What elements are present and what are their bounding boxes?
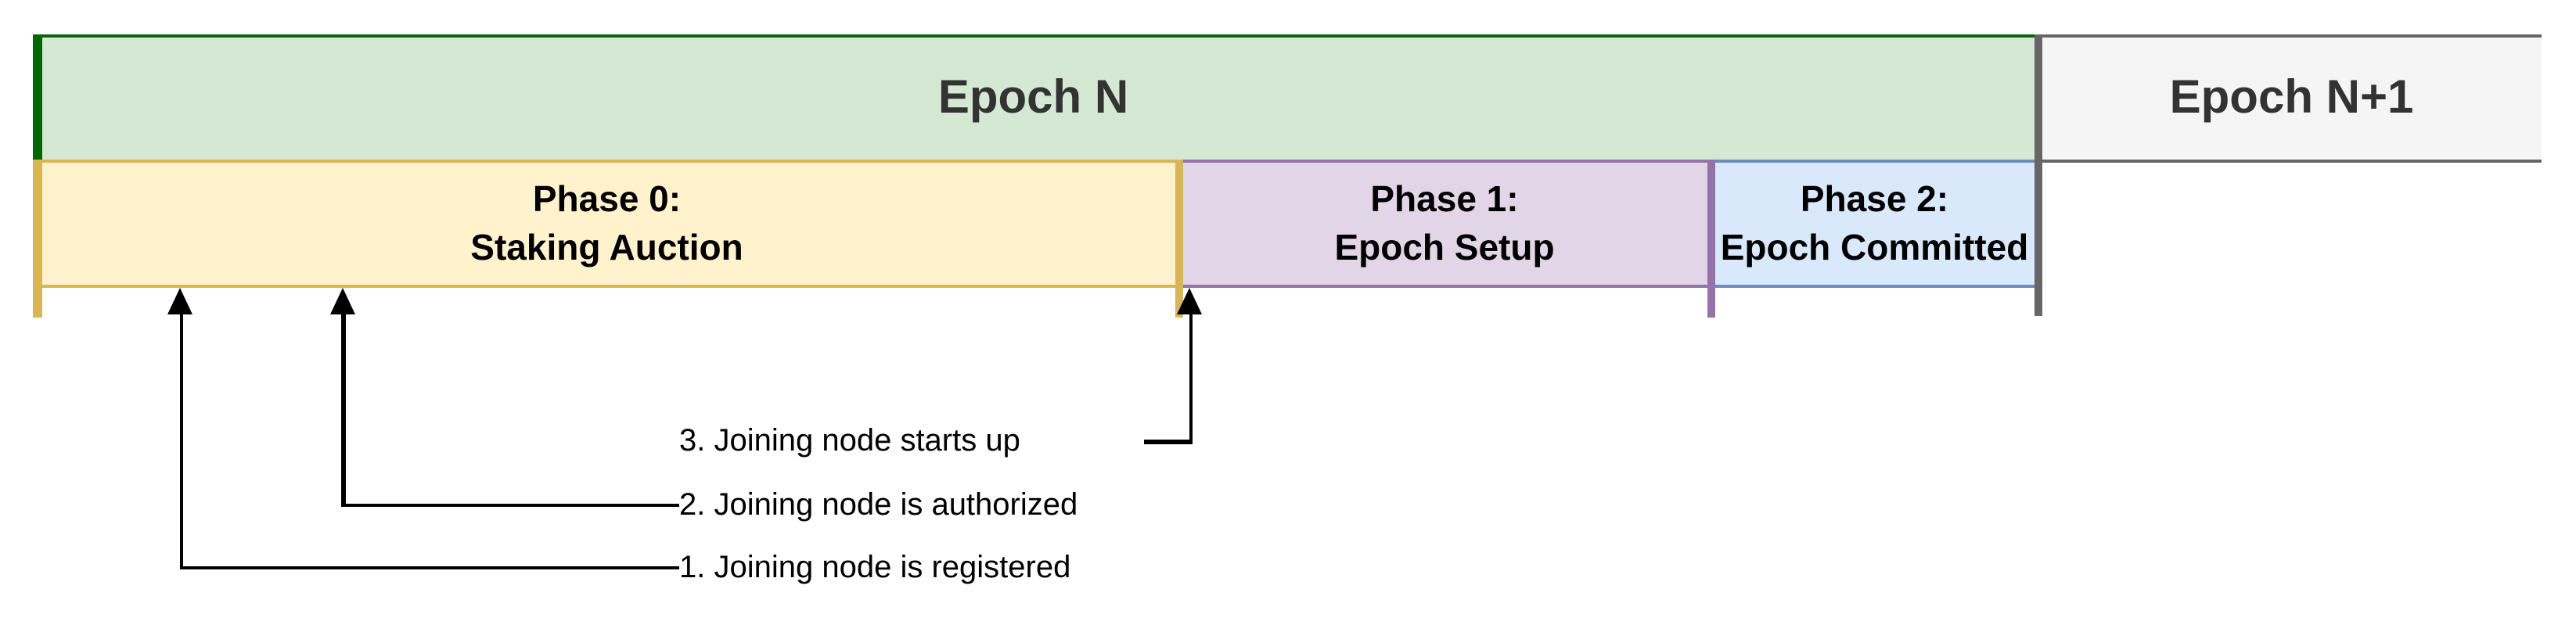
phase-0-left-tick bbox=[32, 160, 41, 318]
epoch-n-label: Epoch N bbox=[937, 72, 1129, 124]
phase-0-title: Phase 0: bbox=[532, 178, 682, 219]
phase-2-box: Phase 2: Epoch Committed bbox=[1714, 160, 2035, 287]
phase-0-right-tick bbox=[1175, 160, 1182, 318]
epoch-n-start-tick bbox=[32, 34, 41, 160]
annotation-3-label: 3. Joining node starts up bbox=[679, 424, 1020, 458]
phase-1-subtitle: Epoch Setup bbox=[1334, 226, 1555, 268]
epoch-n-band: Epoch N bbox=[32, 34, 2035, 160]
arrow-2-head bbox=[329, 288, 355, 314]
phase-0-box: Phase 0: Staking Auction bbox=[32, 160, 1182, 287]
phase-2-subtitle: Epoch Committed bbox=[1720, 226, 2029, 268]
arrow-3-horizontal-line bbox=[1144, 440, 1193, 443]
phase-1-right-tick bbox=[1707, 160, 1714, 318]
annotation-2-label: 2. Joining node is authorized bbox=[679, 487, 1078, 522]
arrow-1-vertical-line bbox=[179, 311, 183, 569]
arrow-2-vertical-line bbox=[341, 311, 345, 507]
epoch-n1-label: Epoch N+1 bbox=[2169, 71, 2414, 124]
phase-1-box: Phase 1: Epoch Setup bbox=[1182, 160, 1707, 287]
epoch-divider-bar bbox=[2035, 34, 2042, 315]
phase-1-title: Phase 1: bbox=[1370, 178, 1519, 219]
epoch-n1-band: Epoch N+1 bbox=[2042, 34, 2541, 162]
arrow-3-head bbox=[1177, 288, 1203, 314]
arrow-3-vertical-line bbox=[1189, 311, 1193, 443]
phase-2-title: Phase 2: bbox=[1800, 178, 1949, 219]
phase-0-subtitle: Staking Auction bbox=[470, 226, 743, 268]
annotation-1-label: 1. Joining node is registered bbox=[679, 550, 1071, 584]
arrow-1-horizontal-line bbox=[179, 566, 679, 569]
arrow-1-head bbox=[167, 288, 193, 314]
arrow-2-horizontal-line bbox=[341, 503, 679, 507]
